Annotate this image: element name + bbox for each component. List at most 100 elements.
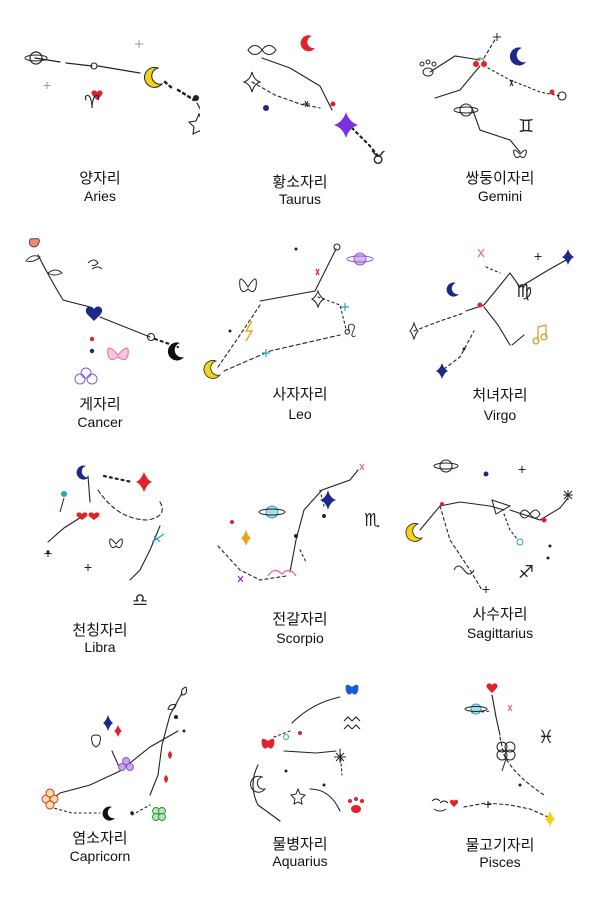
virgo-cell: ♍ 처녀자리 Virgo [400, 225, 600, 450]
leo-symbol: ♌ [342, 321, 359, 342]
star-dot-icon [477, 302, 483, 308]
sparkle-icon [482, 586, 490, 593]
taurus-korean-name: 황소자리 [272, 173, 328, 191]
crab-claw-swirl-icon [87, 259, 103, 270]
four-point-star-icon [310, 289, 326, 309]
heart-icon [449, 799, 459, 807]
scorpio-english-name: Scorpio [276, 630, 324, 646]
butterfly-icon [261, 738, 275, 749]
butterfly-icon [345, 684, 359, 695]
sagittarius-constellation [405, 459, 573, 593]
capricorn-korean-name: 염소자리 [72, 829, 128, 847]
sagittarius-cell: ♐ 사수자리 Sagittarius [400, 450, 600, 675]
virgo-korean-name: 처녀자리 [472, 386, 528, 404]
paw-icon [419, 59, 437, 77]
crescent-moon-icon [102, 806, 115, 821]
pisces-korean-name: 물고기자리 [465, 836, 535, 854]
aquarius-korean-name: 물병자리 [272, 835, 328, 853]
pisces-cell: ♓ 물고기자리 Pisces [400, 675, 600, 900]
smiling-face-icon [76, 512, 100, 520]
leo-english-name: Leo [288, 406, 312, 422]
aries-korean-name: 양자리 [79, 169, 121, 187]
butterfly-icon [107, 347, 129, 361]
taurus-symbol: ♉ [370, 148, 387, 169]
infinity-icon [247, 44, 277, 56]
infinity-icon [453, 565, 475, 575]
smiling-face-icon [431, 798, 449, 812]
sparkle-icon [507, 704, 513, 712]
aries-symbol: ♈ [84, 92, 101, 113]
wings-icon [267, 569, 297, 577]
star-dot-icon [89, 336, 95, 342]
crescent-moon-icon [250, 775, 267, 793]
capricorn-constellation [41, 686, 187, 821]
virgo-constellation [409, 248, 574, 379]
flower-icon [74, 367, 98, 385]
four-point-star-icon [320, 490, 336, 510]
taurus-cell: ♉ 황소자리 Taurus [200, 0, 400, 225]
flower-icon [164, 751, 172, 783]
scorpio-korean-name: 전갈자리 [272, 610, 328, 628]
four-point-star-icon [545, 811, 555, 827]
flower-icon [118, 757, 134, 771]
aquarius-cell: 물병자리 Aquarius [200, 675, 400, 900]
sparkle-icon [477, 248, 485, 258]
gemini-korean-name: 쌍둥이자리 [465, 169, 535, 187]
aries-cell: ♈ 양자리 Aries [0, 0, 200, 225]
planet-icon [346, 252, 374, 266]
libra-constellation [44, 465, 165, 581]
sparkle-icon [493, 33, 501, 41]
gemini-symbol: ♊ [518, 116, 535, 137]
sparkle-icon [262, 349, 270, 357]
scorpio-cell: ♏ 전갈자리 Scorpio [200, 450, 400, 675]
star-dot-icon [90, 62, 98, 70]
cancer-english-name: Cancer [77, 414, 123, 430]
sparkle-icon [135, 40, 143, 48]
star-dot-icon [294, 247, 298, 251]
taurus-constellation [242, 35, 380, 158]
virgo-english-name: Virgo [483, 407, 517, 423]
four-point-star-icon [409, 321, 419, 341]
four-point-star-icon [114, 725, 122, 737]
planet-icon [24, 51, 48, 65]
sparkle-icon [334, 751, 346, 763]
sparkle-icon [303, 100, 310, 108]
flower-icon [25, 238, 63, 276]
capricorn-english-name: Capricorn [69, 848, 131, 864]
star-dot-icon [193, 95, 199, 101]
lightning-icon [244, 320, 254, 342]
crescent-moon-icon [76, 465, 89, 480]
crescent-moon-icon [446, 282, 459, 297]
paper-plane-icon [491, 499, 512, 515]
gemini-constellation [419, 33, 567, 159]
aries-constellation [24, 40, 200, 135]
star-dot-icon [146, 332, 156, 342]
crescent-moon-icon [203, 360, 222, 379]
outline-star-icon [289, 787, 307, 805]
four-point-star-icon [436, 363, 448, 379]
libra-cell: ♎ 천칭자리 Libra [0, 450, 200, 675]
sparkle-icon [315, 268, 320, 276]
butterfly-icon [109, 538, 123, 549]
planet-icon [433, 459, 459, 473]
outline-star-icon [242, 71, 262, 93]
crescent-moon-icon [509, 47, 526, 66]
star-dot-icon [263, 105, 269, 111]
sparkle-icon [84, 564, 92, 571]
planet-icon [453, 103, 479, 117]
four-point-star-icon [136, 472, 152, 492]
four-point-star-icon [241, 530, 251, 546]
star-dot-icon [89, 348, 95, 354]
crescent-moon-icon [300, 35, 315, 52]
leo-constellation [203, 243, 374, 379]
butterfly-icon [239, 278, 257, 293]
sparkle-icon [359, 463, 365, 471]
sparkle-icon [534, 253, 542, 260]
crescent-moon-icon [167, 342, 184, 361]
gemini-cell: ♊ 쌍둥이자리 Gemini [400, 0, 600, 225]
crescent-moon-icon [144, 66, 164, 88]
capricorn-cell: 염소자리 Capricorn [0, 675, 200, 900]
heart-icon [85, 306, 103, 321]
taurus-english-name: Taurus [278, 191, 322, 207]
